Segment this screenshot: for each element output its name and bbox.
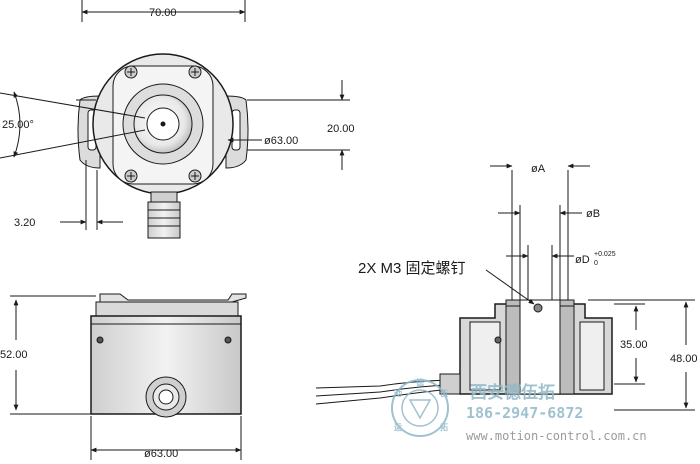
- dim-diameter-b: øB: [586, 208, 600, 220]
- seal-char-3: 运: [394, 423, 402, 432]
- watermark: 德 伍 拓 运 动 西安德伍拓 186-2947-6872 www.motion…: [391, 377, 647, 443]
- watermark-phone: 186-2947-6872: [466, 404, 583, 422]
- watermark-url: www.motion-control.com.cn: [466, 429, 647, 443]
- screw-bottom-left: [124, 169, 138, 183]
- screw-bottom-right: [188, 169, 202, 183]
- dim-height-35: 35.00: [620, 339, 648, 351]
- side-view: [10, 293, 247, 460]
- top-view: [0, 0, 350, 239]
- screw-top-right: [188, 65, 202, 79]
- dim-height-48: 48.00: [670, 353, 698, 365]
- dim-diameter-63-bottom: ø63.00: [144, 448, 178, 460]
- dim-diameter-a: øA: [531, 163, 546, 175]
- seal-char-4: 动: [394, 388, 402, 398]
- section-view: [315, 163, 695, 411]
- dim-diameter-d-tol-upper: +0.025: [594, 251, 616, 258]
- dim-diameter-63-top: ø63.00: [264, 135, 298, 147]
- dim-angle: 25.00°: [2, 119, 34, 131]
- dim-diameter-d: øD: [575, 254, 590, 266]
- seal-char-1: 伍: [439, 388, 448, 398]
- seal-char-2: 拓: [440, 422, 448, 432]
- watermark-seal: 德 伍 拓 运 动: [391, 377, 449, 437]
- dim-top-width: 70.00: [149, 7, 177, 19]
- watermark-company: 西安德伍拓: [470, 382, 555, 403]
- dim-diameter-d-tol-lower: 0: [594, 260, 598, 267]
- dim-gap-3-20: 3.20: [14, 217, 35, 229]
- screw-callout: 2X M3 固定螺钉: [358, 260, 466, 277]
- seal-char-0: 德: [416, 377, 424, 387]
- dim-height-52: 52.00: [0, 349, 28, 361]
- dim-height-20: 20.00: [327, 123, 355, 135]
- screw-top-left: [124, 65, 138, 79]
